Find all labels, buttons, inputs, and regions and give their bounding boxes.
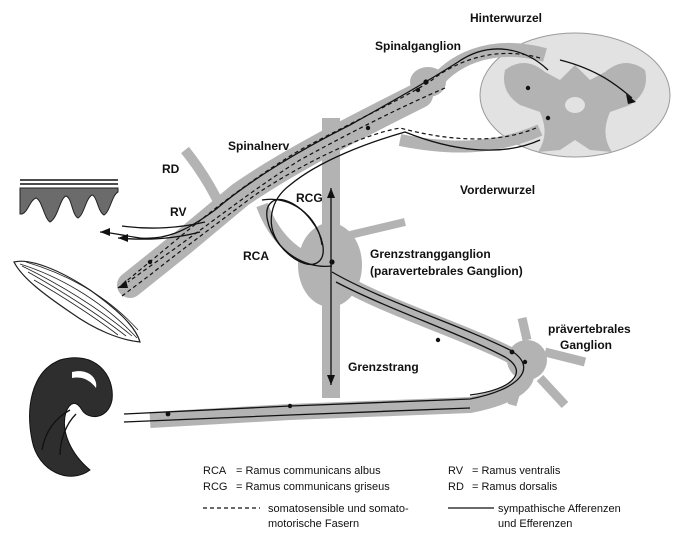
label-paravertebrales-ganglion: (paravertebrales Ganglion) bbox=[370, 264, 523, 278]
legend: RCA = Ramus communicans albus RCG = Ramu… bbox=[203, 465, 621, 530]
legend-dashed-line2: motorische Fasern bbox=[268, 518, 359, 530]
label-rd: RD bbox=[162, 162, 180, 176]
legend-rv-def: = Ramus ventralis bbox=[472, 465, 561, 477]
gland-tissue-drawing bbox=[20, 180, 118, 222]
label-rcg: RCG bbox=[296, 191, 323, 205]
legend-solid-line1: sympathische Afferenzen bbox=[498, 503, 621, 515]
label-rca: RCA bbox=[243, 249, 269, 263]
legend-rcg-def: = Ramus communicans griseus bbox=[236, 481, 390, 493]
label-spinalnerv: Spinalnerv bbox=[228, 139, 290, 153]
label-praevertebrales-ganglion: Ganglion bbox=[560, 338, 612, 352]
label-grenzstrang: Grenzstrang bbox=[348, 360, 419, 374]
legend-rcg-abbr: RCG bbox=[203, 481, 227, 493]
legend-dashed-line1: somatosensible und somato- bbox=[268, 503, 409, 515]
smooth-muscle-drawing bbox=[14, 261, 140, 342]
label-rv: RV bbox=[170, 205, 186, 219]
ramus-dorsalis-band bbox=[185, 150, 225, 215]
kidney-drawing bbox=[30, 358, 113, 476]
legend-rv-abbr: RV bbox=[448, 465, 464, 477]
legend-solid-line2: und Efferenzen bbox=[498, 518, 572, 530]
label-spinalganglion: Spinalganglion bbox=[375, 39, 461, 53]
label-vorderwurzel: Vorderwurzel bbox=[460, 183, 535, 197]
label-grenzstrangganglion: Grenzstrangganglion bbox=[370, 247, 491, 261]
legend-rd-abbr: RD bbox=[448, 481, 464, 493]
legend-rd-def: = Ramus dorsalis bbox=[472, 481, 558, 493]
label-praevertebrales: prävertebrales bbox=[548, 322, 631, 336]
legend-rca-abbr: RCA bbox=[203, 465, 227, 477]
label-hinterwurzel: Hinterwurzel bbox=[470, 11, 542, 25]
legend-rca-def: = Ramus communicans albus bbox=[236, 465, 381, 477]
